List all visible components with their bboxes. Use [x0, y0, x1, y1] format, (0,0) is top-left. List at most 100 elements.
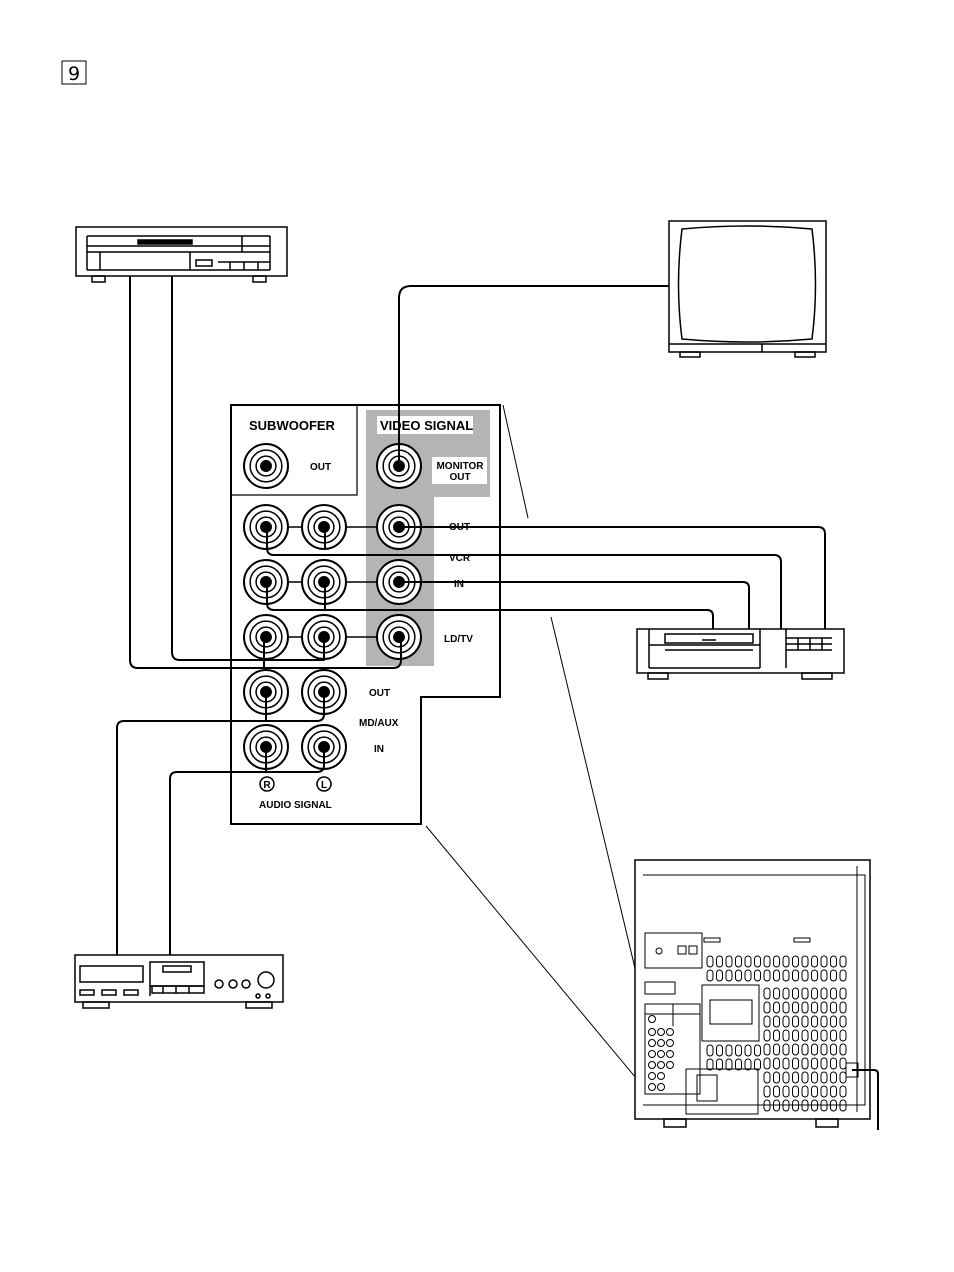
vent-slot — [706, 1058, 714, 1071]
vent-slot — [820, 987, 828, 1000]
vent-slot — [801, 1071, 809, 1084]
vent-slot — [839, 1057, 847, 1070]
monitor-out-label-1: MONITOR — [436, 461, 484, 472]
vent-slot — [820, 1001, 828, 1014]
mini-jack — [657, 1050, 665, 1058]
subwoofer-unit — [634, 859, 879, 1130]
vent-slot — [811, 1001, 818, 1014]
mdaux-out-label: OUT — [369, 688, 390, 699]
vent-slot — [811, 1057, 818, 1070]
vent-slot — [773, 955, 780, 968]
vent-slot — [725, 969, 733, 982]
video-signal-title: VIDEO SIGNAL — [380, 418, 473, 433]
vent-slot — [782, 1071, 790, 1084]
vent-slot — [839, 1043, 847, 1056]
vent-slot — [735, 1044, 742, 1057]
vent-slot — [792, 987, 799, 1000]
vent-slot — [792, 1099, 799, 1112]
vent-slot — [773, 1085, 780, 1098]
vent-slot — [830, 1099, 837, 1112]
vent-slot — [763, 1043, 771, 1056]
vent-slot — [820, 969, 828, 982]
vent-slot — [811, 955, 818, 968]
vent-slot — [773, 987, 780, 1000]
svg-text:R: R — [263, 780, 271, 791]
vent-slot — [820, 1085, 828, 1098]
vent-slot — [735, 955, 742, 968]
vent-slot — [830, 1071, 837, 1084]
vent-slot — [782, 1029, 790, 1042]
vent-slot — [830, 969, 837, 982]
vent-slot — [830, 1085, 837, 1098]
vent-slot — [782, 1085, 790, 1098]
vent-slot — [839, 1085, 847, 1098]
vent-slot — [839, 969, 847, 982]
vent-slot — [754, 955, 761, 968]
vent-slot — [773, 1029, 780, 1042]
vent-slot — [820, 1015, 828, 1028]
ldtv-label: LD/TV — [444, 634, 473, 645]
mini-jack — [648, 1072, 656, 1080]
ldtv-r-jack — [243, 614, 289, 660]
vent-slot — [839, 1015, 847, 1028]
vent-slot — [811, 1099, 818, 1112]
cable-md-out — [116, 692, 325, 955]
vent-slot — [830, 987, 837, 1000]
vent-slot — [820, 1099, 828, 1112]
vent-slot — [773, 1001, 780, 1014]
mini-jack — [648, 1028, 656, 1036]
vent-slot — [792, 969, 799, 982]
vent-slot — [839, 1071, 847, 1084]
vent-slot — [725, 1058, 733, 1071]
vent-slot — [763, 955, 771, 968]
cable-vcr-audio-out — [266, 527, 782, 629]
vent-slot — [792, 1071, 799, 1084]
vent-slot — [763, 1029, 771, 1042]
vent-slot — [830, 1029, 837, 1042]
vent-slot — [773, 969, 780, 982]
vent-slot — [716, 1058, 723, 1071]
mini-jack — [657, 1061, 665, 1069]
vent-slot — [801, 1099, 809, 1112]
vent-slot — [754, 1058, 761, 1071]
subwoofer-title: SUBWOOFER — [249, 418, 336, 433]
vent-slot — [801, 1085, 809, 1098]
vent-slot — [782, 969, 790, 982]
mini-jack-group — [648, 1015, 674, 1091]
vent-slot — [782, 987, 790, 1000]
vent-slot — [820, 1043, 828, 1056]
vent-slot — [801, 987, 809, 1000]
md-cassette-deck — [74, 954, 284, 1009]
vent-slot — [811, 1043, 818, 1056]
vent-slot — [801, 1057, 809, 1070]
vent-slot — [782, 1043, 790, 1056]
vent-slot — [706, 969, 714, 982]
vent-slot — [801, 1001, 809, 1014]
mini-jack — [648, 1083, 656, 1091]
vent-slot — [735, 969, 742, 982]
svg-text:9: 9 — [68, 63, 80, 85]
vent-slot — [782, 1001, 790, 1014]
mini-jack — [648, 1039, 656, 1047]
vent-slot — [792, 1043, 799, 1056]
vent-slot — [839, 1029, 847, 1042]
mini-jack — [648, 1050, 656, 1058]
vent-slot — [820, 1057, 828, 1070]
vent-slot — [744, 1044, 752, 1057]
zoom-leader-lines — [425, 404, 647, 1091]
vent-slot — [820, 955, 828, 968]
vent-slot — [792, 1057, 799, 1070]
cable-vcr-video-in — [398, 581, 750, 629]
vent-slot — [801, 1015, 809, 1028]
ldtv-video-jack — [376, 614, 422, 660]
vent-slot — [830, 955, 837, 968]
mdaux-in-label: IN — [374, 744, 384, 755]
vcr-in-label: IN — [454, 579, 464, 590]
vent-slot — [725, 1044, 733, 1057]
vent-slot — [792, 955, 799, 968]
vent-slot — [706, 955, 714, 968]
vent-slot — [811, 1029, 818, 1042]
left-channel-marker: L — [316, 776, 332, 792]
vent-slot — [754, 969, 761, 982]
